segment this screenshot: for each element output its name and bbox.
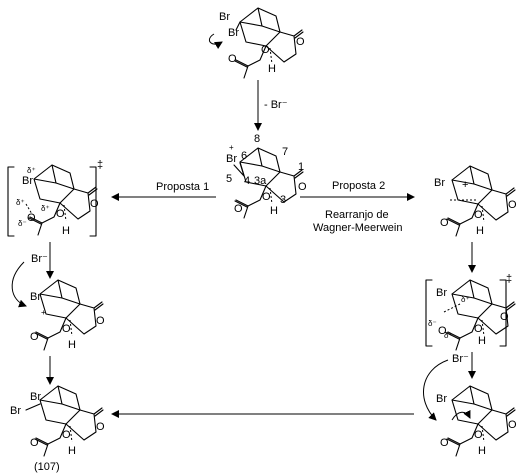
o-atom: O: [62, 429, 71, 441]
br-atom: Br: [436, 393, 447, 405]
plus-charge: +: [462, 179, 468, 191]
o-atom: O: [228, 53, 237, 65]
br-atom: Br: [219, 11, 230, 23]
partial-positive: δ⁺: [41, 204, 50, 213]
o-atom: O: [261, 44, 270, 56]
compound-label: (107): [34, 461, 60, 473]
partial-positive: δ⁺: [444, 331, 453, 340]
bromide-loss-label: - Br⁻: [264, 99, 288, 111]
h-atom: H: [476, 225, 484, 237]
br-atom: Br: [10, 405, 21, 417]
path2-sublabel: Wagner-Meerwein: [313, 222, 402, 234]
o-atom: O: [508, 419, 517, 431]
h-atom: H: [478, 335, 486, 347]
o-atom: O: [440, 217, 449, 229]
br-atom: Br: [436, 287, 447, 299]
o-atom: O: [90, 198, 99, 210]
rearranged-carbocation: Br + O O O H: [434, 165, 517, 237]
br-atom: Br: [228, 27, 239, 39]
partial-negative: δ⁻: [18, 219, 27, 228]
br-atom: Br: [434, 177, 445, 189]
o-atom: O: [56, 208, 65, 220]
product-107: Br Br O O O H (107): [10, 385, 105, 473]
h-atom: H: [68, 339, 76, 351]
h-atom: H: [270, 205, 278, 217]
br-atom: Br: [30, 291, 41, 303]
atom-number: 4: [244, 175, 250, 187]
o-atom: O: [62, 323, 71, 335]
atom-number: 8: [254, 133, 260, 145]
o-atom: O: [298, 181, 307, 193]
plus-charge: +: [41, 308, 46, 317]
o-atom: O: [96, 421, 105, 433]
o-atom: O: [234, 203, 243, 215]
o-atom: O: [27, 212, 36, 224]
atom-number: 6: [241, 150, 247, 162]
o-atom: O: [474, 323, 483, 335]
partial-positive: δ⁺: [27, 166, 36, 175]
atom-number: 1: [298, 161, 304, 173]
atom-number: 5: [226, 173, 232, 185]
starting-dibromide: Br Br O O O H: [209, 7, 305, 79]
o-atom: O: [474, 429, 483, 441]
br-atom: Br: [226, 153, 237, 165]
partial-positive: δ⁺: [16, 198, 25, 207]
path2-sublabel: Rearranjo de: [325, 209, 389, 221]
h-atom: H: [478, 445, 486, 457]
h-atom: H: [68, 445, 76, 457]
double-dagger: ‡: [506, 273, 512, 285]
o-atom: O: [96, 315, 105, 327]
partial-negative: δ⁻: [428, 319, 437, 328]
path2-label: Proposta 2: [332, 180, 385, 192]
o-atom: O: [474, 209, 483, 221]
o-atom: O: [440, 437, 449, 449]
partial-positive: δ⁺: [461, 295, 470, 304]
o-atom: O: [296, 36, 305, 48]
double-dagger: ‡: [97, 159, 103, 171]
br-atom: Br: [22, 175, 33, 187]
h-atom: H: [62, 225, 70, 237]
br-atom: Br: [30, 391, 41, 403]
path1-label: Proposta 1: [156, 181, 209, 193]
bromide-attack-intermediate-1: Br⁻ Br + O O O H: [11, 253, 105, 351]
bromide-attack-intermediate-2: Br⁻ Br O O O H: [423, 353, 517, 457]
atom-number: 3: [280, 194, 286, 206]
atom-number: 3a: [254, 175, 267, 187]
bromide-ion: Br⁻: [452, 353, 469, 365]
o-atom: O: [30, 331, 39, 343]
bromonium-intermediate: Br + O O O H 8 7 6 5 4 3a 1 3: [226, 133, 307, 219]
o-atom: O: [508, 199, 517, 211]
h-atom: H: [268, 63, 276, 75]
o-atom: O: [500, 311, 509, 323]
atom-number: 7: [282, 146, 288, 158]
o-atom: O: [30, 437, 39, 449]
transition-state-2: ‡ Br δ⁺ δ⁻ δ⁺ O O O H: [425, 273, 516, 351]
o-atom: O: [262, 191, 271, 203]
transition-state-1: ‡ Br δ⁺ δ⁺ δ⁺ δ⁻ O O O H: [7, 159, 103, 237]
bromide-ion: Br⁻: [31, 253, 48, 265]
plus-charge: +: [229, 143, 234, 152]
o-atom: O: [438, 325, 447, 337]
